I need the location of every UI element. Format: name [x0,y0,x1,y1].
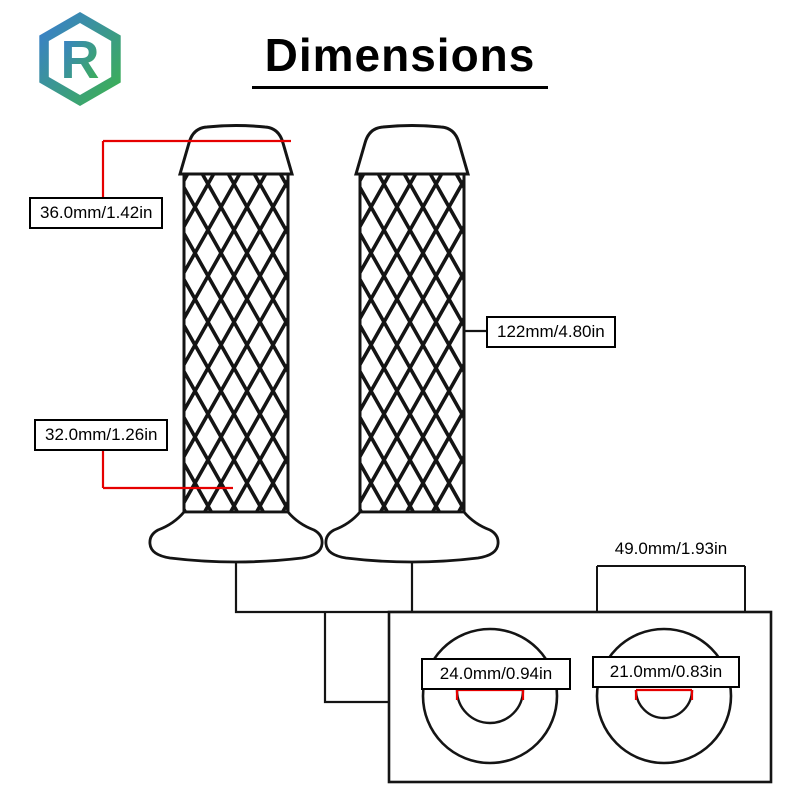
grip-side-view-left [148,124,324,564]
leader-lines [234,329,486,704]
grip-flange [148,510,324,564]
grip-cap [354,124,470,176]
logo-letter: R [61,30,100,90]
end-view-outer-circle-right [595,627,733,765]
grip-diameter-dimension-line [101,449,233,490]
brand-logo: R [28,6,132,110]
dim-label-flange-diameter: 49.0mm/1.93in [614,539,728,558]
grip-body-knurled [358,172,466,514]
end-view-outer-circle-left [421,627,559,765]
dim-label-left-bore-diameter: 24.0mm/0.94in [421,658,571,691]
dim-label-total-length: 122mm/4.80in [486,316,616,349]
dim-label-right-bore-diameter: 21.0mm/0.83in [592,656,740,689]
bore-right-dimension-line [634,688,694,700]
end-view-bore-right [634,689,694,720]
grip-body-knurled [182,172,290,514]
grip-cap [178,124,294,176]
grip-side-view-right [324,124,500,564]
flange-dimension-line [596,565,746,612]
hexagon-r-logo-icon: R [39,12,121,106]
page-title: Dimensions [264,29,536,81]
title-underline [252,86,548,89]
end-view-bore-left [455,689,525,725]
cap-diameter-dimension-line [101,139,291,197]
dim-label-cap-diameter: 36.0mm/1.42in [29,197,164,230]
grip-flange [324,510,500,564]
dim-label-grip-diameter: 32.0mm/1.26in [34,419,169,452]
